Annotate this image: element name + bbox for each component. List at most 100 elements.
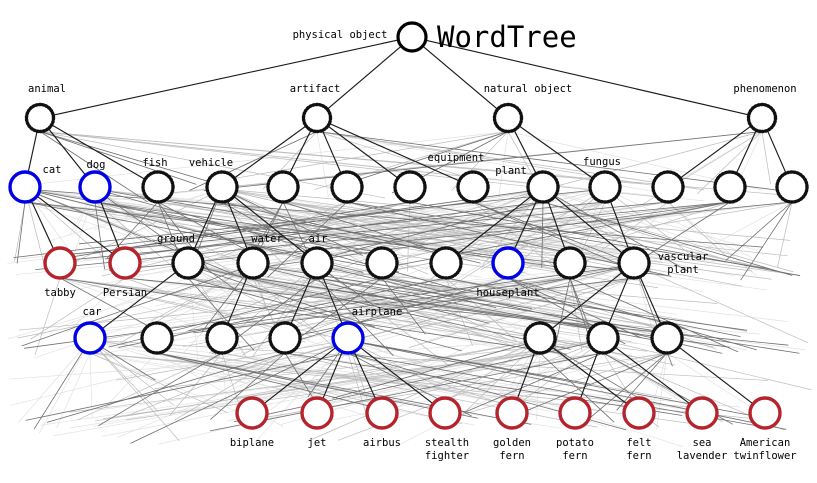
tree-node-n2-6[interactable] bbox=[330, 170, 364, 204]
node-label-tabby: tabby bbox=[44, 287, 76, 299]
label-line: water bbox=[251, 233, 283, 245]
label-line: sea bbox=[693, 437, 712, 449]
tree-node-houseplant[interactable] bbox=[491, 246, 525, 280]
background-edge bbox=[89, 352, 93, 419]
background-edge bbox=[539, 339, 651, 406]
tree-node-natural_obj[interactable] bbox=[492, 102, 524, 134]
label-line: cat bbox=[43, 164, 62, 176]
background-edge bbox=[656, 352, 668, 430]
background-edge bbox=[438, 352, 668, 423]
tree-node-n2-13[interactable] bbox=[775, 170, 809, 204]
tree-edge bbox=[194, 201, 216, 249]
tree-node-n3-3[interactable] bbox=[171, 246, 205, 280]
figure-title: WordTree bbox=[437, 20, 577, 54]
tree-node-n3-9[interactable] bbox=[553, 246, 587, 280]
tree-node-n3-10[interactable] bbox=[617, 246, 651, 280]
tree-node-fish[interactable] bbox=[141, 170, 175, 204]
background-edge bbox=[347, 352, 524, 412]
tree-node-n2-12[interactable] bbox=[713, 170, 747, 204]
background-edge bbox=[484, 277, 635, 343]
background-edge bbox=[347, 339, 444, 390]
tree-node-n2-5[interactable] bbox=[266, 170, 300, 204]
tree-node-sealavender[interactable] bbox=[685, 396, 719, 430]
background-edge bbox=[188, 277, 571, 332]
tree-node-n3-4[interactable] bbox=[236, 246, 270, 280]
tree-edge bbox=[736, 130, 757, 173]
node-label-car: car bbox=[83, 306, 102, 318]
tree-node-n2-8[interactable] bbox=[456, 170, 490, 204]
label-line: equipment bbox=[428, 152, 485, 164]
background-edge bbox=[445, 277, 741, 338]
tree-node-biplane[interactable] bbox=[235, 396, 269, 430]
background-edge bbox=[187, 264, 633, 358]
background-edge bbox=[94, 188, 459, 291]
background-edge bbox=[347, 339, 591, 385]
tree-node-n4-3[interactable] bbox=[205, 321, 239, 355]
tree-node-stealth[interactable] bbox=[428, 396, 462, 430]
tree-edge bbox=[554, 196, 623, 254]
primary-edge-bundle bbox=[27, 39, 787, 404]
background-edge bbox=[725, 201, 793, 261]
tree-node-n3-7[interactable] bbox=[429, 246, 463, 280]
background-edge bbox=[156, 352, 387, 411]
tree-node-n3-5[interactable] bbox=[300, 246, 334, 280]
tree-node-airplane[interactable] bbox=[331, 321, 365, 355]
tree-node-dog[interactable] bbox=[78, 170, 112, 204]
tree-node-feltfern[interactable] bbox=[622, 396, 656, 430]
background-edge bbox=[46, 352, 286, 423]
tree-node-cat[interactable] bbox=[8, 170, 42, 204]
background-edge bbox=[346, 201, 769, 270]
background-edge bbox=[187, 264, 552, 351]
background-edge bbox=[443, 188, 606, 288]
tree-node-twinflower[interactable] bbox=[748, 396, 782, 430]
background-edge bbox=[542, 188, 689, 273]
background-edge bbox=[89, 352, 228, 413]
label-line: airplane bbox=[352, 306, 403, 318]
tree-node-root[interactable] bbox=[396, 21, 428, 53]
label-line: biplane bbox=[230, 437, 274, 449]
tree-node-n2-10[interactable] bbox=[588, 170, 622, 204]
label-line: vehicle bbox=[189, 157, 233, 169]
node-label-n2-9: plant bbox=[495, 165, 527, 177]
tree-node-n2-9[interactable] bbox=[526, 170, 560, 204]
background-edge bbox=[252, 277, 730, 348]
background-edge bbox=[445, 277, 747, 332]
tree-node-animal[interactable] bbox=[24, 102, 56, 134]
tree-node-n4-7[interactable] bbox=[586, 321, 620, 355]
tree-node-n2-11[interactable] bbox=[651, 170, 685, 204]
tree-node-n4-4[interactable] bbox=[268, 321, 302, 355]
tree-node-goldenfern[interactable] bbox=[495, 396, 529, 430]
tree-node-n4-8[interactable] bbox=[650, 321, 684, 355]
tree-edge bbox=[552, 347, 627, 404]
background-edge bbox=[210, 131, 509, 183]
tree-edge bbox=[680, 126, 751, 178]
tree-node-potatofern[interactable] bbox=[558, 396, 592, 430]
tree-node-car[interactable] bbox=[73, 321, 107, 355]
background-edge bbox=[253, 339, 349, 445]
background-edge bbox=[23, 264, 635, 349]
tree-node-artifact[interactable] bbox=[301, 102, 333, 134]
background-edge bbox=[126, 352, 604, 421]
tree-node-n2-7[interactable] bbox=[393, 170, 427, 204]
tree-node-n3-6[interactable] bbox=[365, 246, 399, 280]
tree-node-n2-4[interactable] bbox=[205, 170, 239, 204]
label-line: jet bbox=[308, 437, 327, 449]
tree-node-phenomenon[interactable] bbox=[746, 102, 778, 134]
tree-edge bbox=[547, 201, 566, 249]
background-edge bbox=[602, 352, 689, 406]
background-edge bbox=[761, 131, 771, 185]
background-edge bbox=[130, 339, 349, 444]
tree-node-airbus[interactable] bbox=[365, 396, 399, 430]
tree-node-tabby[interactable] bbox=[43, 246, 77, 280]
background-edge bbox=[39, 131, 233, 189]
tree-node-n4-2[interactable] bbox=[140, 321, 174, 355]
tree-node-n4-6[interactable] bbox=[523, 321, 557, 355]
background-edge bbox=[602, 339, 812, 391]
label-line: golden bbox=[493, 437, 531, 449]
node-label-dog: dog bbox=[87, 159, 106, 171]
background-edge bbox=[39, 131, 533, 188]
background-edge bbox=[24, 201, 400, 273]
tree-node-persian[interactable] bbox=[108, 246, 142, 280]
tree-node-jet[interactable] bbox=[300, 396, 334, 430]
background-edge bbox=[569, 277, 592, 344]
